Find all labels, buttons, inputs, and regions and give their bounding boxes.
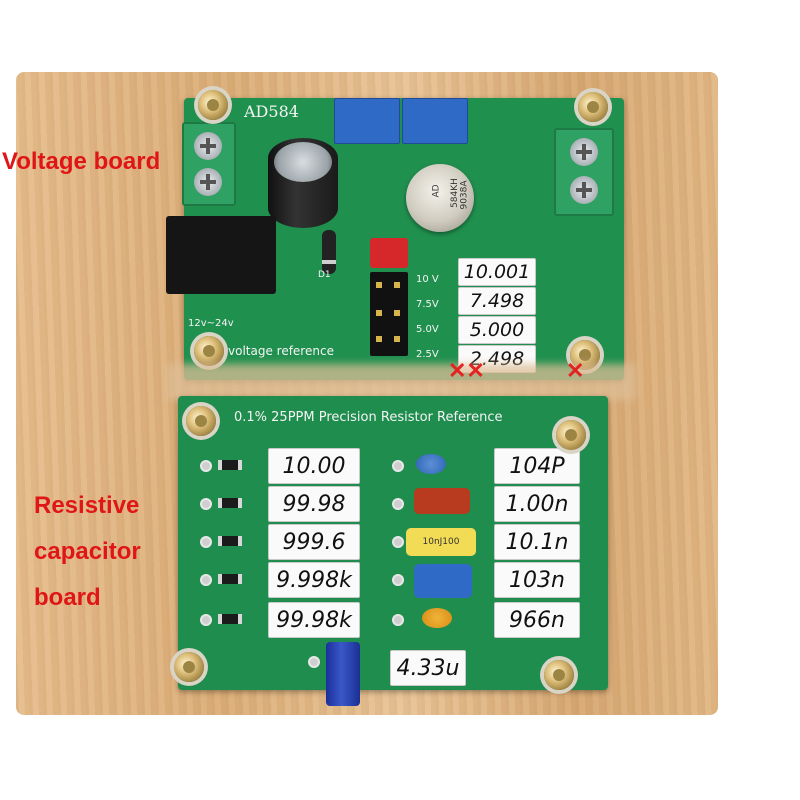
capacitor-value-card: 1.00n [494, 486, 580, 522]
resistor-value-card: 9.998k [268, 562, 360, 598]
capacitor-value-card: 104P [494, 448, 580, 484]
chip-label: AD584 [244, 102, 299, 121]
pin-header [370, 272, 408, 356]
test-pad [200, 498, 212, 510]
ceramic-capacitor [416, 454, 446, 474]
dc-input-label: 12v~24v [188, 318, 234, 329]
pin [376, 282, 382, 288]
terminal-block-left [182, 122, 236, 206]
tap-label-7v5: 7.5V [416, 299, 439, 310]
mounting-screw-icon [194, 336, 224, 366]
resistive-board-label-line1: Resistive [34, 492, 140, 519]
tap-label-5v: 5.0V [416, 324, 439, 335]
smd-resistor [218, 614, 242, 624]
tap-value-card: 10.001 [458, 258, 536, 286]
test-pad [308, 656, 320, 668]
board-photo: AD584 AD 584KH 9038A 12v~24v D1 [16, 72, 718, 715]
jumper-cap [370, 238, 408, 268]
test-pad [200, 460, 212, 472]
smd-resistor [218, 536, 242, 546]
smd-resistor [218, 574, 242, 584]
ceramic-capacitor [422, 608, 452, 628]
test-pad [200, 574, 212, 586]
electrolytic-capacitor [326, 642, 360, 706]
terminal-screw-icon [570, 176, 598, 204]
board-title: voltage reference [228, 344, 334, 358]
resistor-value-card: 99.98k [268, 602, 360, 638]
ad584-ic: AD 584KH 9038A [406, 164, 474, 232]
resistor-value-card: 99.98 [268, 486, 360, 522]
pin [394, 282, 400, 288]
blurred-gap [166, 364, 636, 400]
pin [376, 310, 382, 316]
board-title: 0.1% 25PPM Precision Resistor Reference [234, 410, 503, 425]
test-pad [200, 536, 212, 548]
mounting-screw-icon [544, 660, 574, 690]
tap-value-card: 5.000 [458, 316, 536, 344]
capacitor-value-card: 4.33u [390, 650, 466, 686]
test-pad [392, 536, 404, 548]
capacitor-value-card: 103n [494, 562, 580, 598]
tap-label-10v: 10 V [416, 274, 439, 285]
pin [394, 336, 400, 342]
test-pad [392, 574, 404, 586]
resistor-value-card: 10.00 [268, 448, 360, 484]
tap-value-card: 7.498 [458, 287, 536, 315]
tap-label-2v5: 2.5V [416, 349, 439, 360]
terminal-screw-icon [194, 132, 222, 160]
terminal-screw-icon [194, 168, 222, 196]
resistor-value-card: 999.6 [268, 524, 360, 560]
smd-resistor [218, 460, 242, 470]
resistive-board-label-line2: capacitor [34, 538, 141, 565]
mounting-screw-icon [198, 90, 228, 120]
voltage-board-label: Voltage board [2, 148, 161, 175]
blue-capacitor [334, 98, 400, 144]
dc-power-jack [166, 216, 276, 294]
resistive-board-label-line3: board [34, 584, 101, 611]
smd-resistor [218, 498, 242, 508]
electrolytic-capacitor [268, 138, 338, 228]
test-pad [200, 614, 212, 626]
mounting-screw-icon [174, 652, 204, 682]
mounting-screw-icon [578, 92, 608, 122]
test-pad [392, 614, 404, 626]
red-marker-icon: ✕✕ [448, 358, 485, 383]
pin [376, 336, 382, 342]
capacitor-value-card: 10.1n [494, 524, 580, 560]
ic-marking: AD [431, 184, 442, 198]
test-pad [392, 460, 404, 472]
capacitor-value-card: 966n [494, 602, 580, 638]
pin [394, 310, 400, 316]
terminal-screw-icon [570, 138, 598, 166]
film-capacitor [414, 564, 472, 598]
resistor-capacitor-pcb: 0.1% 25PPM Precision Resistor Reference … [178, 396, 608, 706]
mounting-screw-icon [186, 406, 216, 436]
diode [322, 230, 336, 274]
ic-marking: 584KH [449, 178, 460, 208]
ic-marking: 9038A [459, 180, 470, 210]
diode-label: D1 [318, 270, 331, 280]
test-pad [392, 498, 404, 510]
voltage-reference-pcb: AD584 AD 584KH 9038A 12v~24v D1 [166, 98, 624, 380]
film-capacitor: 10nJ100 [406, 528, 476, 556]
mounting-screw-icon [556, 420, 586, 450]
red-marker-icon: ✕ [566, 358, 585, 383]
terminal-block-right [554, 128, 614, 216]
blue-capacitor [402, 98, 468, 144]
film-capacitor [414, 488, 470, 514]
